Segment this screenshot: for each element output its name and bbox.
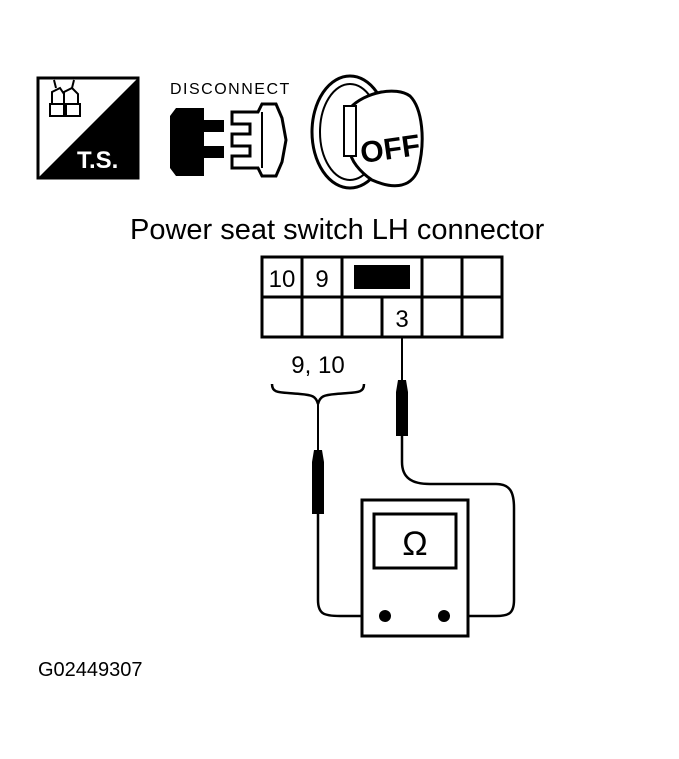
connector-title: Power seat switch LH connector — [130, 214, 545, 246]
test-symbol-label: T.S. — [77, 147, 118, 174]
ignition-key-off-icon: OFF — [310, 74, 424, 190]
bracket-label: 9, 10 — [291, 352, 344, 379]
test-symbol-icon: T.S. — [36, 76, 140, 180]
connector-disconnect-icon: DISCONNECT — [170, 81, 291, 178]
ohm-symbol: Ω — [402, 525, 427, 563]
probe-terminal-9-10 — [312, 404, 385, 618]
terminal-bracket: 9, 10 — [270, 352, 366, 405]
terminal-9-label: 9 — [315, 266, 328, 293]
figure-id: G02449307 — [38, 659, 143, 681]
meter-terminal-left — [379, 610, 391, 622]
disconnect-label: DISCONNECT — [170, 81, 291, 98]
probe-terminal-3 — [396, 337, 516, 618]
blocked-terminal — [354, 265, 410, 289]
meter-terminal-right — [438, 610, 450, 622]
terminal-3-label: 3 — [395, 306, 408, 333]
connector-face: 10 9 3 — [260, 255, 504, 339]
terminal-10-label: 10 — [269, 266, 296, 293]
ohmmeter-icon: Ω — [360, 498, 470, 638]
